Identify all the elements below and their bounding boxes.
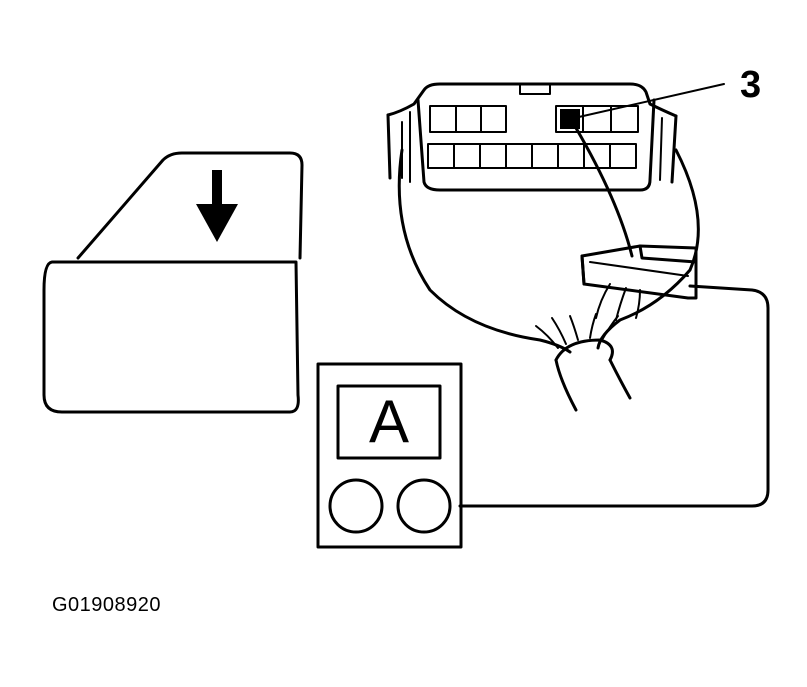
ammeter-icon [316,362,463,549]
down-arrow-icon [196,170,238,242]
meter-lead [458,284,770,508]
figure-code: G01908920 [52,594,162,616]
probe-wire [574,126,634,258]
connector-block-icon [386,82,725,192]
callout-number: 3 [740,64,762,106]
meter-display-letter: A [368,388,410,455]
door-window-icon [42,151,304,414]
wiring-harness [397,148,700,412]
test-connector [580,244,698,321]
